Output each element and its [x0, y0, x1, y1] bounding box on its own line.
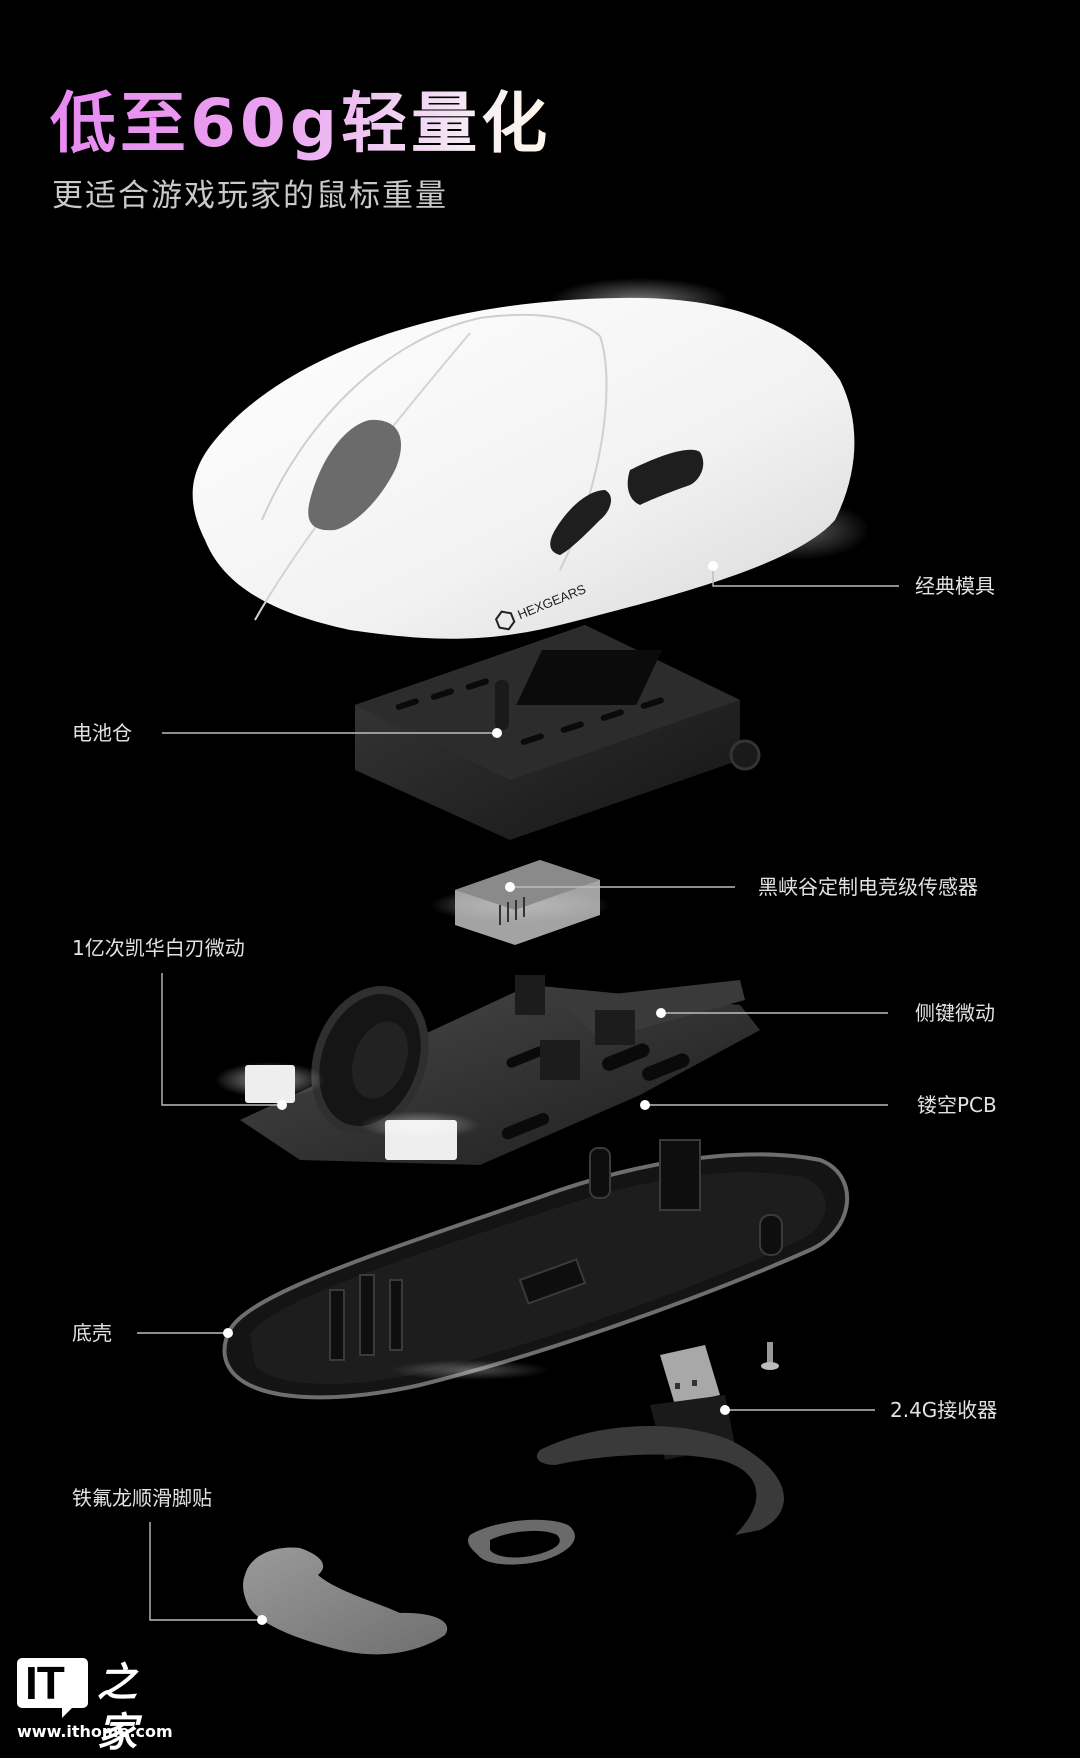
battery-compartment-part	[355, 625, 761, 840]
ithome-logo-suffix: 之家	[97, 1659, 137, 1756]
ithome-watermark: IT 之家 www.ithome.com	[17, 1658, 173, 1756]
callout-feet: 铁氟龙顺滑脚贴	[72, 1486, 212, 1510]
callout-sensor: 黑峡谷定制电竞级传感器	[758, 875, 978, 899]
leader-shell	[712, 566, 899, 587]
bottom-shell-part	[222, 1139, 850, 1400]
leader-lines	[137, 566, 899, 1621]
callout-pcb: 镂空PCB	[917, 1093, 997, 1117]
page-title: 低至60g轻量化	[50, 85, 552, 162]
callout-receiver: 2.4G接收器	[890, 1398, 998, 1422]
sensor-part	[430, 860, 610, 945]
callout-bottom-shell: 底壳	[72, 1321, 112, 1345]
leader-dots	[223, 561, 730, 1625]
ithome-url: www.ithome.com	[17, 1722, 173, 1741]
top-shell-part: HEXGEARS	[192, 297, 855, 639]
ithome-logo-text: IT	[25, 1657, 65, 1709]
page-subtitle: 更适合游戏玩家的鼠标重量	[52, 178, 448, 214]
callout-side-switch: 侧键微动	[915, 1001, 995, 1025]
callout-main-switch: 1亿次凯华白刃微动	[72, 936, 245, 960]
ithome-logo-box: IT	[17, 1658, 88, 1708]
speech-bubble-tail-icon	[62, 1706, 74, 1718]
callout-battery: 电池仓	[72, 721, 132, 745]
callout-shell: 经典模具	[915, 574, 995, 598]
skates-part	[243, 1426, 784, 1655]
leader-main-switch	[161, 973, 282, 1106]
screw-part	[761, 1342, 779, 1370]
pcb-part	[215, 975, 760, 1165]
leader-feet	[149, 1522, 262, 1621]
